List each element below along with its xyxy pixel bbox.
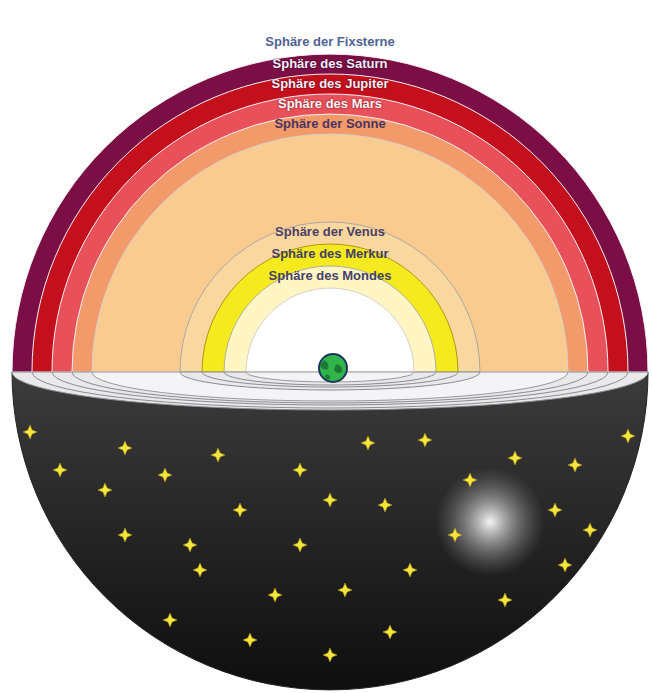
- sphere-band: Sphäre des JupiterSphäre des MarsSphäre …: [32, 74, 628, 410]
- star: [583, 523, 597, 537]
- star: [323, 493, 337, 507]
- sphere-label: Sphäre des Jupiter: [32, 76, 628, 92]
- celestial-sphere: Sphäre der FixsterneSphäre des SaturnSph…: [12, 30, 648, 690]
- sphere-band: Sphäre der SonneSphäre der VenusSphäre d…: [72, 114, 588, 405]
- sphere-half: [202, 244, 458, 372]
- sphere-label: Sphäre des Merkur: [202, 246, 458, 262]
- star: [621, 429, 635, 443]
- sphere-label: Sphäre des Mars: [52, 96, 608, 112]
- star: [568, 458, 582, 472]
- star: [118, 528, 132, 542]
- galaxy-glow: [435, 467, 545, 577]
- star: [53, 463, 67, 477]
- star: [293, 538, 307, 552]
- star: [233, 503, 247, 517]
- star: [448, 528, 462, 542]
- sphere-label: Sphäre des Saturn: [12, 56, 648, 72]
- sphere-half: [52, 94, 608, 372]
- sphere-interior: [92, 134, 568, 372]
- earth-globe: [319, 354, 347, 382]
- star: [418, 433, 432, 447]
- sphere-label: Sphäre der Venus: [180, 224, 480, 240]
- star: [118, 441, 132, 455]
- star: [268, 588, 282, 602]
- star: [98, 483, 112, 497]
- sphere-half: [12, 54, 648, 372]
- star: [498, 593, 512, 607]
- orbit-plane: [12, 372, 648, 410]
- star: [323, 648, 337, 662]
- sphere-half: [32, 74, 628, 372]
- star: [23, 425, 37, 439]
- sphere-half: [180, 222, 480, 372]
- sphere-band: Sphäre des SaturnSphäre des JupiterSphär…: [12, 54, 648, 412]
- sphere-label: Sphäre der Sonne: [72, 116, 588, 132]
- star: [403, 563, 417, 577]
- orbit-plane: [52, 372, 608, 405]
- sphere-half: [72, 114, 588, 372]
- star: [378, 498, 392, 512]
- sphere-band: Sphäre des Mondes: [224, 266, 436, 387]
- star: [508, 451, 522, 465]
- orbit-plane: [32, 372, 628, 408]
- star: [163, 613, 177, 627]
- star: [548, 503, 562, 517]
- star: [558, 558, 572, 572]
- star: [243, 633, 257, 647]
- star: [158, 468, 172, 482]
- star: [293, 463, 307, 477]
- sphere-band: Sphäre des MerkurSphäre des Mondes: [202, 244, 458, 389]
- star: [211, 448, 225, 462]
- star: [361, 436, 375, 450]
- sphere-band: Sphäre der VenusSphäre des MerkurSphäre …: [180, 222, 480, 392]
- star: [338, 583, 352, 597]
- night-sky: [12, 372, 648, 690]
- star: [183, 538, 197, 552]
- star: [463, 473, 477, 487]
- star: [383, 625, 397, 639]
- sphere-band: Sphäre des MarsSphäre der SonneSphäre de…: [52, 94, 608, 407]
- star: [193, 563, 207, 577]
- sphere-label: Sphäre der Fixsterne: [12, 34, 648, 50]
- sphere-shape: [224, 266, 436, 387]
- sphere-label: Sphäre des Mondes: [224, 268, 436, 284]
